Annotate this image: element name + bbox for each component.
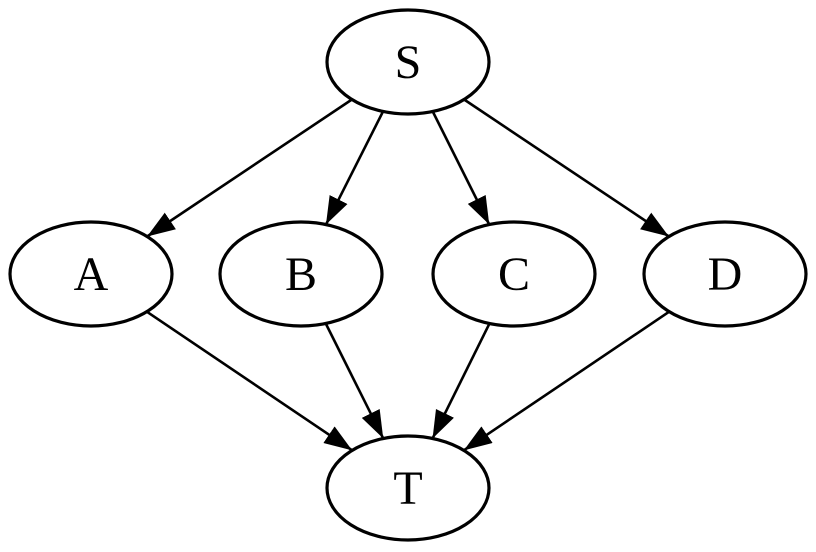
edge-B-T xyxy=(324,322,385,440)
edge-S-B xyxy=(324,110,385,226)
edge-C-T xyxy=(431,322,491,440)
node-label-A: A xyxy=(74,248,109,301)
node-label-D: D xyxy=(708,248,743,301)
node-label-S: S xyxy=(395,36,422,89)
node-C xyxy=(431,220,597,328)
node-S xyxy=(325,8,491,116)
node-label-T: T xyxy=(393,462,422,515)
edge-D-T xyxy=(463,310,670,452)
node-label-B: B xyxy=(285,248,317,301)
node-D xyxy=(642,220,808,328)
edge-S-C xyxy=(431,110,491,226)
node-label-C: C xyxy=(498,248,530,301)
edge-S-D xyxy=(463,98,670,238)
node-A xyxy=(8,220,174,328)
edge-A-T xyxy=(146,310,353,452)
node-T xyxy=(325,434,491,542)
node-B xyxy=(218,220,384,328)
edge-S-A xyxy=(146,98,353,238)
